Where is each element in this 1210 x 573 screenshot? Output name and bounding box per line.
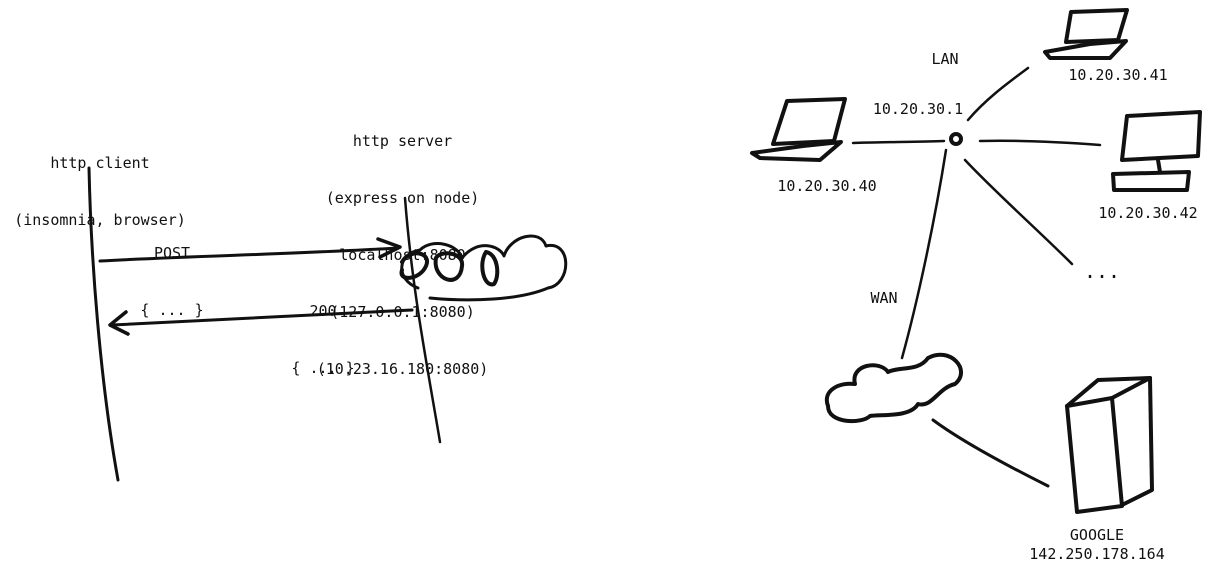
request-arrowhead (376, 237, 402, 259)
router-node (949, 132, 963, 146)
server-lifeline (403, 196, 442, 444)
laptop-top-ip-label: 10.20.30.41 (1068, 66, 1168, 84)
response-arrow (110, 308, 414, 327)
link-router-more (963, 158, 1074, 266)
server-line-4: (10.23.16.180:8080) (316, 360, 489, 378)
laptop-left-ip-label: 10.20.30.40 (777, 177, 877, 195)
google-server-icon (1065, 376, 1154, 514)
client-label: http client (insomnia, browser) (0, 116, 200, 249)
google-ip-label: 142.250.178.164 (1029, 545, 1165, 563)
response-label: 200 { ... } (273, 264, 373, 397)
link-router-laptop-left (851, 139, 946, 145)
server-line-3: (127.0.0.1:8080) (330, 303, 475, 321)
link-router-desktop (978, 139, 1102, 147)
link-wan-google (931, 418, 1050, 488)
server-label: http server (express on node) localhost:… (295, 94, 510, 398)
link-router-wan (900, 148, 948, 360)
request-arrow (98, 246, 400, 263)
client-title: http client (50, 154, 150, 172)
desktop-icon (1111, 110, 1202, 192)
lan-label: LAN (931, 50, 959, 68)
laptop-top-icon (1043, 8, 1129, 60)
link-router-laptop-top (966, 66, 1030, 122)
desktop-ip-label: 10.20.30.42 (1098, 204, 1198, 222)
more-devices-label: ... (1083, 259, 1121, 283)
request-label: POST { ... } (122, 206, 222, 339)
laptop-left-icon (750, 97, 847, 162)
server-title: http server (352, 132, 453, 150)
google-name-label: GOOGLE (1069, 526, 1125, 544)
server-scribble (399, 250, 500, 287)
internet-cloud-icon (824, 352, 963, 424)
client-lifeline (87, 166, 120, 482)
server-line-1: (express on node) (325, 189, 480, 207)
response-arrowhead (108, 310, 130, 336)
response-status: 200 (309, 302, 337, 320)
response-body: { ... } (291, 359, 355, 377)
wan-label: WAN (870, 289, 898, 307)
server-cloud-icon (400, 234, 568, 302)
client-subtitle: (insomnia, browser) (14, 211, 186, 229)
router-ip-label: 10.20.30.1 (872, 100, 964, 118)
request-method: POST (153, 244, 191, 262)
server-line-2: localhost:8080 (339, 246, 466, 264)
request-body: { ... } (140, 301, 204, 319)
